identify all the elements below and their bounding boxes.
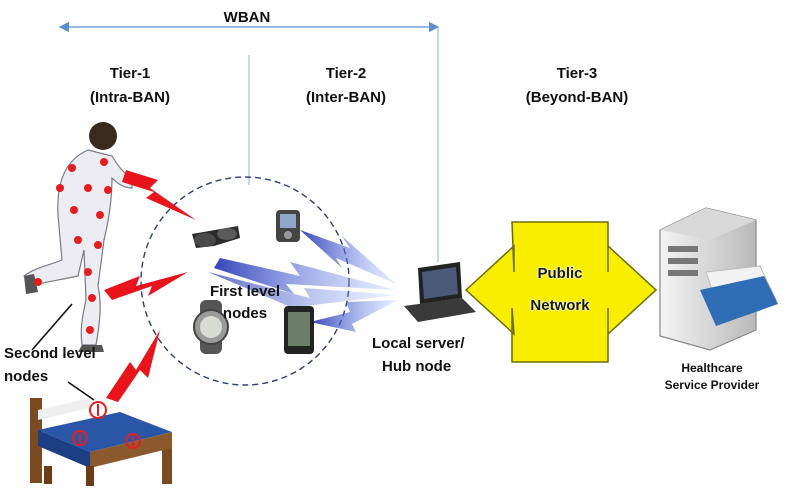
second-level-pointer [31,303,73,351]
tier1-name: Tier-1 [109,65,151,82]
first-level-label-2: nodes [222,305,268,322]
tier1-sub: (Intra-BAN) [90,89,170,106]
armband-player-icon [276,210,300,242]
public-network-arrow [464,221,658,363]
second-level-pointer-bed [67,381,95,401]
second-level-label-1: Second level [4,345,96,362]
folder-icon [700,265,778,326]
first-level-label-1: First level [209,283,281,300]
public-network-label-1: Public [537,265,583,282]
smart-glasses-icon [192,226,240,248]
local-server-label-2: Hub node [382,358,452,375]
heart-rate-watch-icon [193,300,229,354]
second-level-label-2: nodes [4,368,49,385]
bed-illustration [30,398,172,486]
local-server-label-1: Local server/ [372,335,465,352]
tier3-name: Tier-3 [556,65,598,82]
runner-figure [23,122,133,352]
bed-sensor-markers [72,401,141,449]
body-sensor-dots [34,158,112,334]
lightning-bolts [104,170,196,402]
wban-title: WBAN [223,9,271,26]
tier3-sub: (Beyond-BAN) [525,89,629,106]
provider-label-1: Healthcare [681,361,743,375]
wireless-beams [208,230,398,332]
provider-label-2: Service Provider [664,378,760,392]
tier2-sub: (Inter-BAN) [306,89,386,106]
smartphone-icon [284,306,314,354]
tier2-name: Tier-2 [325,65,367,82]
public-network-label-2: Network [530,297,590,314]
laptop-hub-icon [404,262,476,322]
